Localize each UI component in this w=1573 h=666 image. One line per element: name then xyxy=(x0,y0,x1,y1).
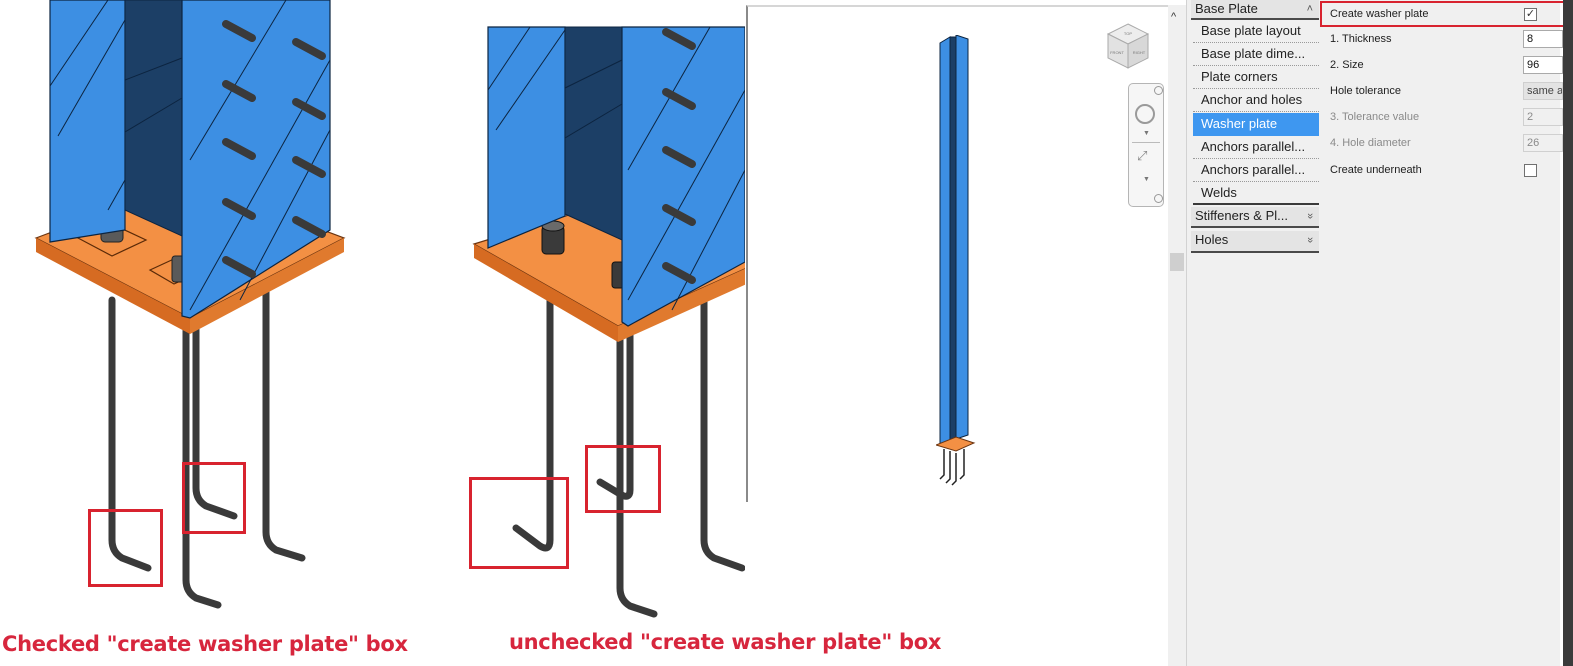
size-input[interactable]: 96 xyxy=(1523,56,1563,74)
tolerance-value-input[interactable]: 2 xyxy=(1523,108,1563,126)
tree-section-holes[interactable]: Holes » xyxy=(1191,231,1319,253)
view-cube-top-label: TOP xyxy=(1124,31,1132,36)
create-underneath-checkbox[interactable] xyxy=(1524,164,1537,177)
tree-section-stiffeners[interactable]: Stiffeners & Pl... » xyxy=(1191,207,1319,228)
tree-item-base-plate-dimensions[interactable]: Base plate dime... xyxy=(1193,43,1319,66)
prop-label: 1. Thickness xyxy=(1330,33,1392,45)
tree-item-anchors-parallel-1[interactable]: Anchors parallel... xyxy=(1193,136,1319,159)
view-cube-icon[interactable]: TOP FRONT RIGHT xyxy=(1104,22,1152,72)
prop-hole-diameter: 4. Hole diameter 26 xyxy=(1320,131,1563,157)
prop-label: Hole tolerance xyxy=(1330,85,1401,97)
zoom-extents-icon[interactable]: ⤢ xyxy=(1137,148,1148,163)
prop-size: 2. Size 96 xyxy=(1320,53,1563,79)
prop-label: 2. Size xyxy=(1330,59,1364,71)
window-edge xyxy=(1563,0,1573,666)
navigation-bar: ▼ ⤢ ▼ xyxy=(1128,83,1164,207)
tree-section-label: Holes xyxy=(1195,232,1229,247)
model-viewport[interactable] xyxy=(746,5,1172,502)
view-cube[interactable]: TOP FRONT RIGHT xyxy=(1104,22,1152,72)
settings-tree-panel: Base Plate ˄ Base plate layout Base plat… xyxy=(1186,0,1321,666)
highlight-create-washer-plate xyxy=(1320,1,1573,27)
expand-chevron-icon[interactable]: » xyxy=(1303,236,1316,244)
navbar-close-icon[interactable] xyxy=(1154,86,1163,95)
view-cube-right-label: RIGHT xyxy=(1133,50,1146,55)
tree-item-anchors-parallel-2[interactable]: Anchors parallel... xyxy=(1193,159,1319,182)
tree-section-base-plate[interactable]: Base Plate ˄ xyxy=(1191,0,1319,20)
illustration-washer-unchecked xyxy=(460,0,745,620)
prop-label: 3. Tolerance value xyxy=(1330,111,1420,123)
create-washer-plate-checkbox[interactable]: ✓ xyxy=(1524,8,1537,21)
column-base-render-checked xyxy=(34,0,346,609)
tree-item-washer-plate[interactable]: Washer plate xyxy=(1193,113,1319,136)
prop-label: Create washer plate xyxy=(1330,8,1429,20)
highlight-box-anchor-hook-3 xyxy=(469,477,569,569)
thickness-input[interactable]: 8 xyxy=(1523,30,1563,48)
view-cube-front-label: FRONT xyxy=(1110,50,1124,55)
tree-section-label: Base Plate xyxy=(1195,1,1258,16)
prop-tolerance-value: 3. Tolerance value 2 xyxy=(1320,105,1563,131)
navbar-divider xyxy=(1132,142,1160,143)
column-model-preview xyxy=(936,35,976,486)
tree-item-anchor-and-holes[interactable]: Anchor and holes xyxy=(1193,89,1319,112)
tree-item-plate-corners[interactable]: Plate corners xyxy=(1193,66,1319,89)
caption-unchecked: unchecked "create washer plate" box xyxy=(509,630,942,654)
hole-diameter-input[interactable]: 26 xyxy=(1523,134,1563,152)
expand-chevron-icon[interactable]: » xyxy=(1303,212,1316,220)
washer-plate-properties: Create washer plate ✓ 1. Thickness 8 2. … xyxy=(1320,0,1563,666)
navbar-settings-icon[interactable] xyxy=(1154,194,1163,203)
highlight-box-anchor-hook-2 xyxy=(182,462,246,534)
tree-section-label: Stiffeners & Pl... xyxy=(1195,208,1288,223)
highlight-box-anchor-hook-4 xyxy=(585,445,661,513)
prop-thickness: 1. Thickness 8 xyxy=(1320,27,1563,53)
tree-item-base-plate-layout[interactable]: Base plate layout xyxy=(1193,20,1319,43)
hole-tolerance-select[interactable]: same a xyxy=(1523,82,1563,100)
prop-label: 4. Hole diameter xyxy=(1330,137,1411,149)
tree-item-welds[interactable]: Welds xyxy=(1193,182,1319,205)
caption-checked: Checked "create washer plate" box xyxy=(2,632,408,656)
prop-hole-tolerance: Hole tolerance same a xyxy=(1320,79,1563,105)
column-base-render-unchecked xyxy=(472,26,745,618)
illustration-washer-checked xyxy=(0,0,360,620)
steering-wheel-dropdown-icon[interactable]: ▼ xyxy=(1143,130,1150,137)
collapse-chevron-icon[interactable]: ˄ xyxy=(1306,3,1313,15)
prop-label: Create underneath xyxy=(1330,164,1422,176)
prop-create-underneath: Create underneath xyxy=(1320,158,1560,184)
zoom-dropdown-icon[interactable]: ▼ xyxy=(1143,176,1150,183)
steering-wheel-icon[interactable] xyxy=(1135,104,1155,124)
scroll-up-icon[interactable]: ^ xyxy=(1171,11,1177,23)
viewport-scrollbar[interactable]: ^ xyxy=(1168,5,1186,666)
scrollbar-thumb[interactable] xyxy=(1170,253,1184,271)
prop-create-washer-plate: Create washer plate ✓ xyxy=(1320,2,1560,28)
highlight-box-anchor-hook-1 xyxy=(88,509,163,587)
